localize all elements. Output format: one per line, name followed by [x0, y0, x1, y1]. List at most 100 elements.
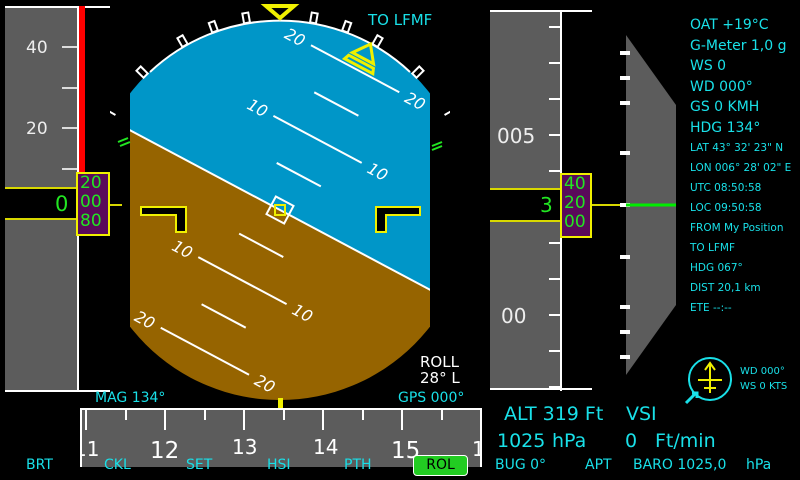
vsi-tick [620, 51, 630, 55]
roll-value: 28° L [420, 369, 460, 387]
vertical-speed-value: 0 [625, 430, 638, 452]
vertical-speed-unit: Ft/min [655, 430, 716, 452]
altitude-tick [549, 278, 560, 280]
pitch-line [238, 232, 284, 258]
route-heading: HDG 067° [690, 262, 743, 274]
altitude-tick [549, 386, 560, 388]
roll-tick [308, 11, 319, 25]
baro-unit-button[interactable]: hPa [746, 457, 772, 473]
vsi-tick [620, 305, 630, 309]
heading-tick [440, 410, 443, 420]
heading-label: 16 [472, 437, 480, 461]
altitude-tick [549, 62, 560, 64]
altitude-label: 005 [497, 124, 536, 148]
pitch-line [201, 303, 247, 329]
heading-label: 13 [232, 435, 258, 459]
speed-label: 40 [26, 38, 48, 58]
hsi-button[interactable]: HSI [267, 457, 291, 473]
altitude-drum-digit: 00 [564, 212, 586, 232]
speed-tick [62, 87, 77, 89]
slip-indicator-icon [341, 41, 376, 77]
heading-tick [401, 410, 403, 430]
overspeed-bar [79, 6, 85, 174]
brightness-button[interactable]: BRT [26, 457, 53, 473]
oat: OAT +19°C [690, 17, 769, 33]
wind-direction-label: WD 000° [740, 366, 785, 377]
aircraft-center-icon [274, 204, 286, 216]
heading-tick [203, 410, 206, 420]
pitch-line [160, 326, 250, 376]
roll-tick [444, 108, 450, 116]
ete: ETE --:-- [690, 302, 732, 314]
pitch-line [272, 115, 363, 164]
altitude-tick [549, 134, 560, 136]
altitude-tick [549, 26, 560, 28]
heading-tick [480, 410, 482, 430]
altitude-label: 00 [501, 304, 527, 328]
path-button[interactable]: PTH [344, 457, 372, 473]
roll-tick [110, 108, 116, 116]
heading-tick [243, 410, 245, 430]
local-time: LOC 09:50:58 [690, 202, 762, 214]
speed-window [5, 187, 77, 220]
speed-tick [62, 46, 77, 48]
roll-button[interactable]: ROL [413, 455, 468, 476]
altitude-tick [549, 350, 560, 352]
altitude-window [490, 188, 560, 222]
longitude: LON 006° 28' 02" E [690, 162, 792, 174]
vsi-tick [620, 255, 630, 259]
info-panel: OAT +19°C G-Meter 1,0 g WS 0 WD 000° GS … [690, 15, 791, 318]
speed-drum: 20 00 80 [76, 172, 110, 236]
wind-speed-label: WS 0 KTS [740, 381, 788, 392]
bank-limit-icon [117, 137, 443, 151]
altitude-tick [549, 170, 560, 172]
roll-tick [340, 19, 353, 34]
altitude-drum-digit: 40 [564, 174, 586, 194]
speed-tick [62, 127, 77, 129]
heading-label: 12 [150, 438, 180, 464]
speed-tape-top [5, 6, 110, 8]
baro-button[interactable]: BARO 1025,0 [633, 457, 727, 473]
altitude-tick [549, 98, 560, 100]
utc-time: UTC 08:50:58 [690, 182, 762, 194]
vsi-tick [620, 203, 630, 207]
roll-tick [207, 19, 220, 34]
vertical-speed-indicator [620, 35, 676, 375]
vsi-label: VSI [626, 403, 657, 425]
g-meter: G-Meter 1,0 g [690, 37, 787, 54]
heading-tick [85, 410, 87, 430]
bug-button[interactable]: BUG 0° [495, 457, 547, 473]
speed-drum-digit: 80 [80, 211, 102, 231]
altitude-drum-digit: 20 [564, 193, 586, 213]
checklist-button[interactable]: CKL [104, 457, 131, 473]
speed-current: 0 [55, 192, 69, 216]
roll-label: ROLL [420, 353, 459, 371]
altitude-pointer [592, 204, 622, 206]
pitch-line [276, 162, 322, 188]
heading-tape: 11 12 13 14 15 16 [80, 408, 482, 467]
speed-drum-digit: 00 [80, 192, 102, 212]
heading-tick [164, 410, 166, 430]
roll-tick [410, 65, 425, 80]
ground-speed: GS 0 KMH [690, 99, 760, 115]
airport-button[interactable]: APT [585, 457, 612, 473]
wind-direction: WD 000° [690, 78, 753, 95]
altitude-drum: 40 20 00 [560, 173, 592, 238]
left-wing-icon [140, 206, 187, 233]
altitude-tape-top [490, 10, 592, 12]
altitude-tick [549, 242, 560, 244]
baro-unit: hPa [552, 430, 587, 452]
pitch-line [310, 44, 400, 94]
altitude-tape-bottom [490, 388, 592, 390]
roll-tick [241, 11, 252, 25]
mag-heading: MAG 134° [95, 390, 166, 406]
settings-button[interactable]: SET [186, 457, 213, 473]
altitude-readout: ALT 319 Ft [504, 403, 604, 425]
vsi-tick [620, 355, 630, 359]
from: FROM My Position [690, 222, 784, 234]
wind-speed: WS 0 [690, 58, 727, 74]
to: TO LFMF [690, 242, 736, 254]
altitude-current: 3 [540, 193, 553, 217]
heading: HDG 134° [690, 119, 761, 136]
